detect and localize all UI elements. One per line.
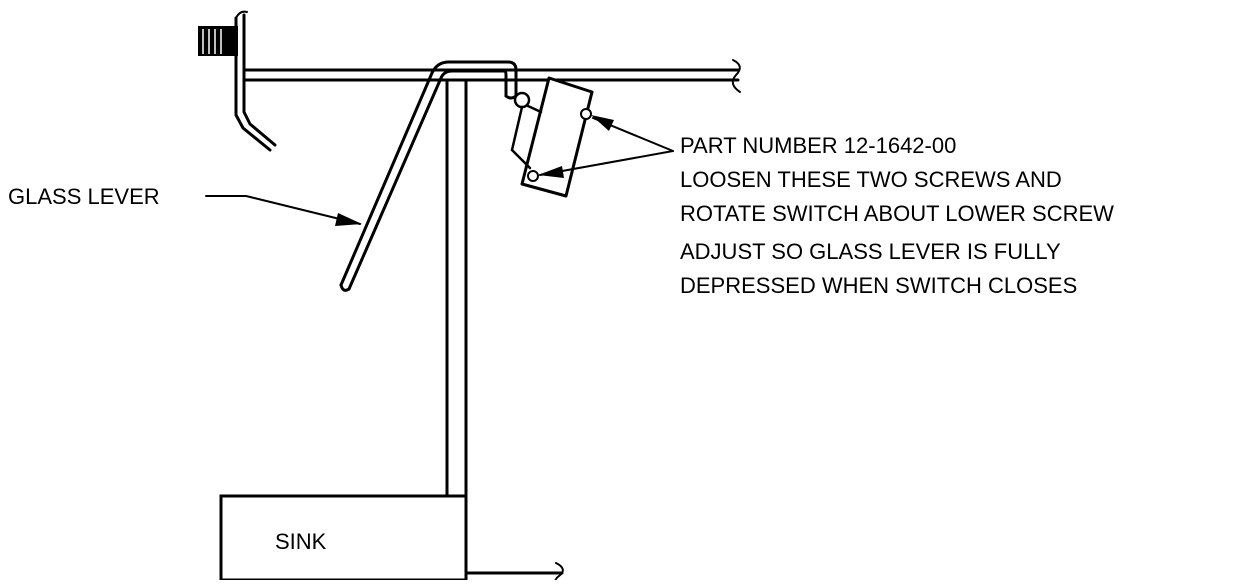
screw-callout-leaders bbox=[538, 115, 674, 178]
callout-line-4: DEPRESSED WHEN SWITCH CLOSES bbox=[680, 273, 1077, 298]
lower-screw bbox=[527, 170, 539, 182]
micro-switch bbox=[510, 76, 594, 198]
part-number-text: PART NUMBER 12-1642-00 bbox=[680, 133, 956, 158]
vertical-post bbox=[445, 78, 468, 582]
upper-screw bbox=[580, 108, 592, 120]
left-bracket bbox=[234, 10, 277, 152]
glass-lever-leader bbox=[205, 195, 362, 226]
glass-lever bbox=[339, 60, 518, 292]
callout-line-3: ADJUST SO GLASS LEVER IS FULLY bbox=[680, 239, 1061, 264]
sink bbox=[219, 494, 564, 585]
knob bbox=[198, 26, 238, 56]
callout-line-1: LOOSEN THESE TWO SCREWS AND bbox=[680, 167, 1062, 192]
sink-label: SINK bbox=[275, 529, 327, 554]
callout-line-2: ROTATE SWITCH ABOUT LOWER SCREW bbox=[680, 201, 1114, 226]
glass-lever-label: GLASS LEVER bbox=[8, 184, 160, 209]
top-rail bbox=[242, 59, 741, 93]
